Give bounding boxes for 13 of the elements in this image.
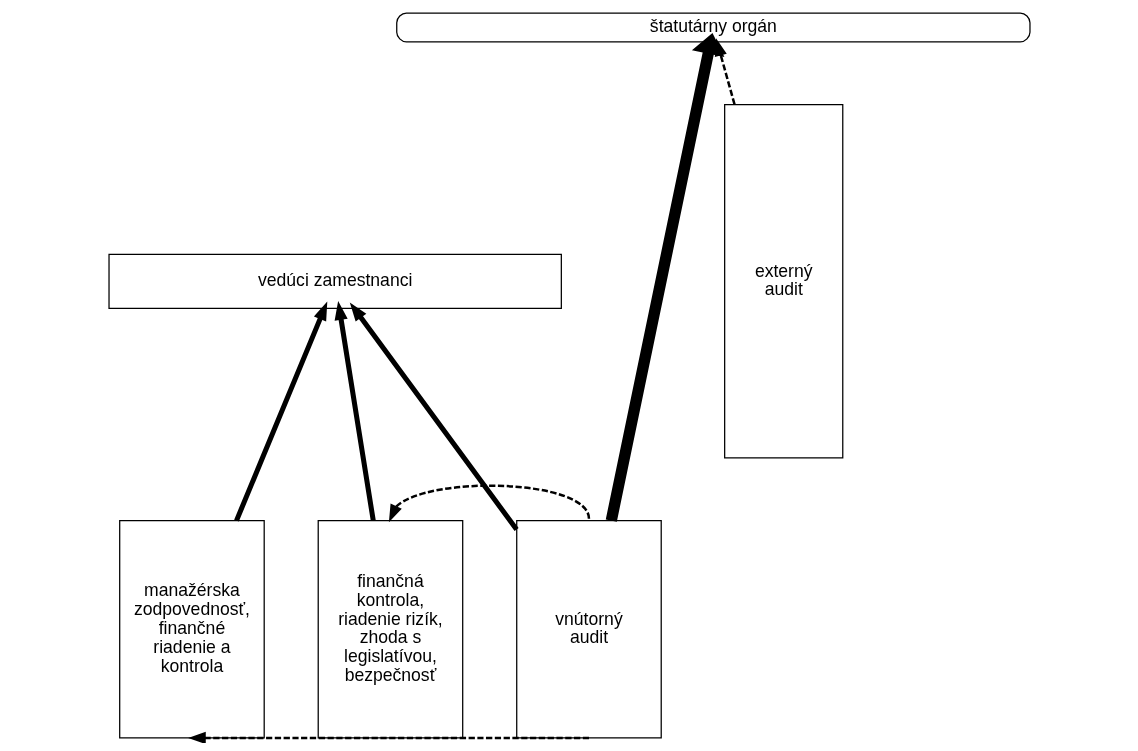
- arrow: [605, 33, 724, 522]
- arrow: [187, 731, 589, 743]
- arrow: [714, 38, 736, 105]
- node-box: vedúci zamestnanci: [107, 253, 562, 309]
- node-box: štatutárny orgán: [395, 12, 1031, 43]
- node-box: finančná kontrola, riadenie rizík, zhoda s legislatívou, bezpečnosť: [317, 520, 463, 739]
- arrow: [233, 301, 327, 522]
- arrow: [334, 301, 376, 521]
- arrow: [388, 484, 590, 523]
- node-box: manažérska zodpovednosť, finančné riadenie a kontrola: [118, 520, 265, 739]
- node-box: externý audit: [723, 104, 843, 459]
- arrow: [349, 302, 519, 531]
- node-box: vnútorný audit: [515, 520, 662, 739]
